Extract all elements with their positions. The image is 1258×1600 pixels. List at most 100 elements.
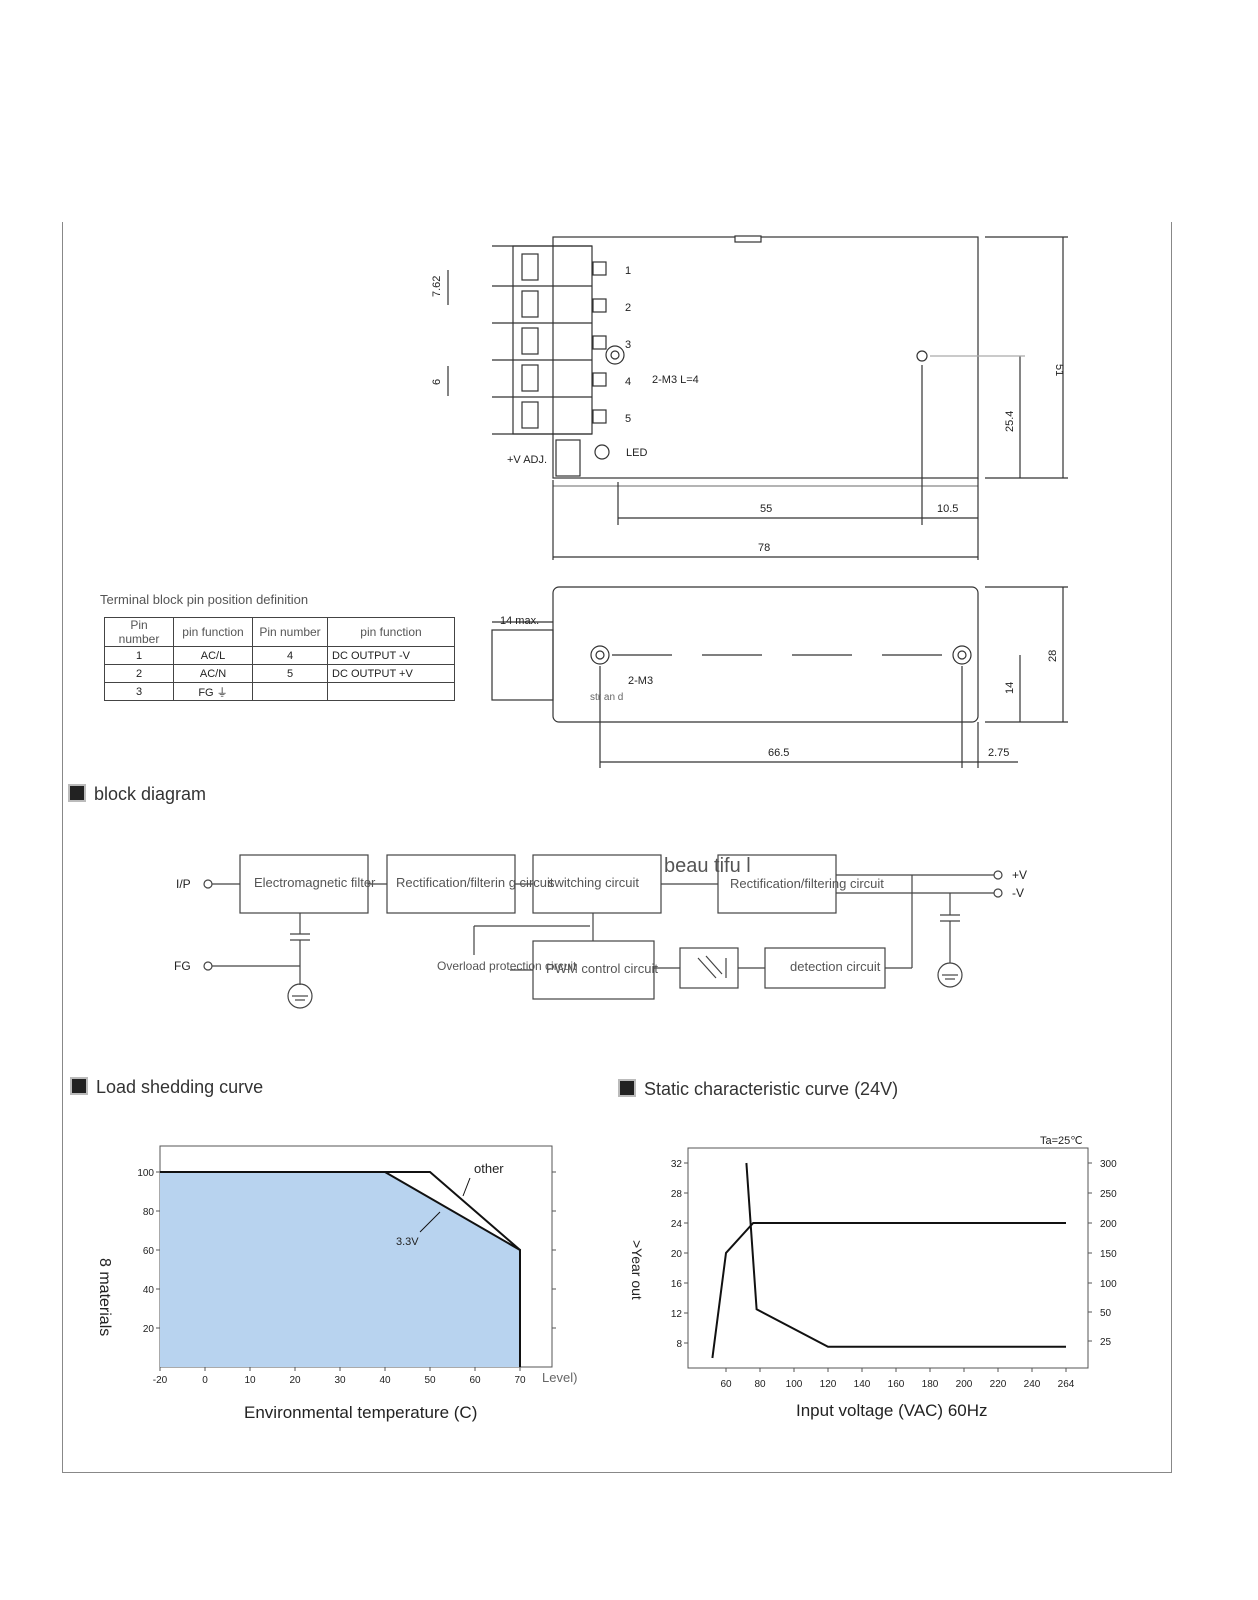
col-pin-function: pin function <box>173 617 253 647</box>
box-overload-label: Overload protection circuit <box>437 959 577 973</box>
pin-label-4: 4 <box>625 376 631 388</box>
out-neg-label: -V <box>1012 886 1024 900</box>
y-tick-label: 80 <box>143 1207 155 1218</box>
cell: AC/L <box>173 646 253 665</box>
y-tick-label: 8 <box>676 1339 682 1350</box>
dim-51: 51 <box>1053 364 1065 376</box>
dim-pitch: 7.62 <box>431 276 443 297</box>
pin-table-header: Pin number pin function Pin number pin f… <box>104 617 455 647</box>
y-tick-label: 60 <box>143 1246 155 1257</box>
mount-hole-right <box>916 350 928 362</box>
load-unit-note: Level) <box>542 1370 577 1385</box>
side-screw-note: 2-M3 <box>628 675 653 687</box>
x-tick-label: 100 <box>786 1379 803 1390</box>
overlay-text: beau tifu l <box>664 855 751 877</box>
x-tick-label: 0 <box>202 1375 208 1386</box>
series-line-2 <box>745 1162 1066 1348</box>
load-xlabel: Environmental temperature (C) <box>244 1403 477 1422</box>
dim-25-4: 25.4 <box>1004 411 1016 432</box>
housing-outline <box>552 236 979 479</box>
pin-label-2: 2 <box>625 302 631 314</box>
y-right-tick-label: 100 <box>1100 1279 1117 1290</box>
box-pwm-label: PWM control circuit <box>546 961 658 976</box>
area-fill-3-3v <box>160 1172 520 1367</box>
x-tick-label: 50 <box>424 1375 436 1386</box>
adj-pot <box>555 439 581 477</box>
leader-other <box>462 1177 471 1197</box>
cell: 4 <box>252 646 328 665</box>
led <box>594 444 610 460</box>
x-tick-label: 240 <box>1024 1379 1041 1390</box>
dim-28: 28 <box>1047 650 1059 662</box>
leader-3-3v <box>419 1211 441 1233</box>
y-tick-label: 16 <box>671 1279 683 1290</box>
terminal-screws <box>521 253 539 429</box>
cell: 3 <box>104 682 174 701</box>
x-tick-label: 20 <box>289 1375 301 1386</box>
cell: FG ⏚ <box>173 682 253 701</box>
block-diagram-heading: block diagram <box>68 784 206 805</box>
pin-label-5: 5 <box>625 413 631 425</box>
table-row: 1 AC/L 4 DC OUTPUT -V <box>104 646 455 665</box>
x-tick-label: 160 <box>888 1379 905 1390</box>
x-tick-label: -20 <box>153 1375 168 1386</box>
x-tick-label: 180 <box>922 1379 939 1390</box>
cell <box>327 682 455 701</box>
col-pin-number: Pin number <box>104 617 174 647</box>
box-detect-label: detection circuit <box>790 959 881 974</box>
pin-table-title: Terminal block pin position definition <box>100 592 309 607</box>
label-33v: 3.3V <box>396 1236 419 1248</box>
dim-2-75: 2.75 <box>988 747 1009 759</box>
load-curve-heading: Load shedding curve <box>70 1077 263 1098</box>
box-emi-label: Electromagnetic filter <box>254 875 376 890</box>
side-hole-left <box>590 645 610 665</box>
x-tick-label: 70 <box>514 1375 526 1386</box>
box-rect2-label: Rectification/filtering circuit <box>730 876 884 891</box>
y-right-tick-label: 300 <box>1100 1159 1117 1170</box>
cell: DC OUTPUT +V <box>327 664 455 683</box>
stray-text: str an d <box>590 692 623 703</box>
dim-78: 78 <box>758 542 770 554</box>
ta-note: Ta=25℃ <box>1040 1135 1083 1147</box>
box-optocoupler <box>679 947 739 989</box>
y-right-tick-label: 150 <box>1100 1249 1117 1260</box>
x-tick-label: 80 <box>754 1379 766 1390</box>
series-line-1 <box>711 1222 1066 1359</box>
dim-66-5: 66.5 <box>768 747 789 759</box>
bullet-icon <box>68 784 86 802</box>
x-tick-label: 30 <box>334 1375 346 1386</box>
y-tick-label: 40 <box>143 1285 155 1296</box>
led-label: LED <box>626 447 647 459</box>
side-hole-right <box>952 645 972 665</box>
out-pos-label: +V <box>1012 868 1027 882</box>
static-xlabel: Input voltage (VAC) 60Hz <box>796 1401 988 1420</box>
x-tick-label: 60 <box>469 1375 481 1386</box>
x-tick-label: 264 <box>1058 1379 1075 1390</box>
cell: DC OUTPUT -V <box>327 646 455 665</box>
mount-hole-left <box>605 345 625 365</box>
x-tick-label: 60 <box>720 1379 732 1390</box>
cell: 1 <box>104 646 174 665</box>
y-tick-label: 32 <box>671 1159 683 1170</box>
ip-label: I/P <box>176 877 191 891</box>
series-line-3-3v <box>160 1171 521 1367</box>
pin-label-1: 1 <box>625 265 631 277</box>
plot-frame <box>687 1147 1089 1369</box>
x-tick-label: 120 <box>820 1379 837 1390</box>
dim-55: 55 <box>760 503 772 515</box>
y-tick-label: 20 <box>143 1324 155 1335</box>
pin-label-3: 3 <box>625 339 631 351</box>
y-tick-label: 28 <box>671 1189 683 1200</box>
box-switch-label: switching circuit <box>548 875 639 890</box>
fg-label: FG <box>174 959 191 973</box>
cell: 2 <box>104 664 174 683</box>
col-pin-function-2: pin function <box>327 617 455 647</box>
y-tick-label: 24 <box>671 1219 683 1230</box>
cell: 5 <box>252 664 328 683</box>
x-tick-label: 220 <box>990 1379 1007 1390</box>
y-right-tick-label: 250 <box>1100 1189 1117 1200</box>
box-rect1-label: Rectification/filterin g circuit <box>396 875 554 890</box>
dim-14: 14 <box>1004 682 1016 694</box>
